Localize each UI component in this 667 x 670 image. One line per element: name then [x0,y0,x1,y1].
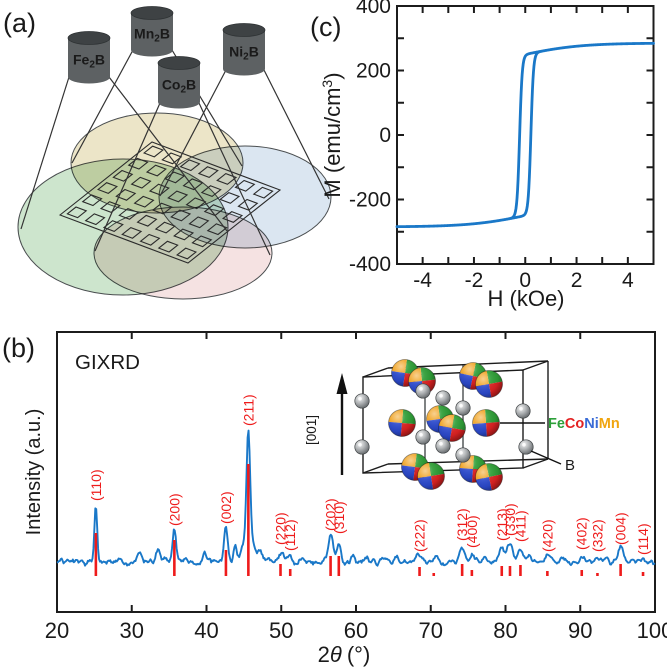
svg-text:(220): (220) [273,512,289,545]
svg-text:(332): (332) [589,519,605,552]
panel-a-deposition-diagram: Fe2B Mn2B Co2B Ni2B (a) [3,6,332,300]
svg-text:(420): (420) [539,519,555,552]
svg-text:400: 400 [356,0,391,18]
svg-text:(211): (211) [240,394,256,426]
sputter-target: Mn2B [130,6,174,57]
svg-text:4: 4 [622,269,634,292]
panel-c-label: (c) [310,12,341,42]
svg-text:100: 100 [637,618,667,643]
svg-text:(002): (002) [218,491,234,524]
hkl-labels: (110) (200) (002) (211) (220)(112) (202)(310)… [88,394,651,555]
target-label: Fe2B [73,52,105,71]
panel-c-y-axis-label: M (emu/cm3) [319,72,345,197]
svg-text:(310): (310) [331,501,347,534]
svg-text:0: 0 [519,269,531,292]
svg-text:(402): (402) [574,517,590,550]
flux-lines [20,49,330,256]
svg-text:(004): (004) [613,512,629,545]
svg-text:40: 40 [194,618,218,643]
svg-text:2: 2 [571,269,583,292]
svg-text:50: 50 [269,618,293,643]
xrd-curve [56,429,656,567]
metal-atoms [388,359,503,491]
panel-a-label: (a) [3,8,36,38]
svg-text:70: 70 [419,618,443,643]
svg-text:-4: -4 [413,269,432,292]
panel-b-x-axis-label: 2θ(°) [318,642,371,667]
svg-text:(213): (213) [494,508,510,541]
sputter-target: Fe2B [67,31,111,84]
svg-text:90: 90 [568,618,592,643]
sputter-target: Co2B [157,56,201,109]
svg-text:(330): (330) [502,503,518,536]
svg-text:(411): (411) [512,510,528,542]
svg-text:(222): (222) [412,519,428,552]
target-cylinders: Fe2B Mn2B Co2B Ni2B [67,6,266,109]
svg-text:-400: -400 [349,253,391,276]
svg-text:20: 20 [45,618,69,643]
svg-text:(112): (112) [282,519,298,551]
reference-ticks [94,464,645,576]
panel-c-tick-labels: -4 -2 0 2 4 -400 -200 0 200 400 [349,0,634,292]
svg-text:(110): (110) [88,469,104,501]
svg-text:30: 30 [120,618,144,643]
target-label: Co2B [162,77,196,96]
gixrd-title: GIXRD [75,351,140,374]
svg-text:(114): (114) [635,523,651,555]
svg-text:200: 200 [356,60,391,83]
panel-b-label: (b) [2,333,35,363]
target-label: Ni2B [229,44,259,63]
svg-text:(202): (202) [323,498,339,531]
sputter-target: Ni2B [222,23,266,76]
panel-b-y-axis-label: Intensity (a.u.) [23,409,45,536]
metal-legend-label: FeCoNiMn [548,416,620,432]
boron-atoms [354,383,534,463]
wafer-zones [17,112,332,300]
panel-b-tick-labels: 20 30 40 50 60 70 80 90 100 [45,618,667,643]
panel-c-axes [396,5,655,265]
svg-text:60: 60 [344,618,368,643]
svg-text:-2: -2 [465,269,484,292]
svg-text:80: 80 [493,618,517,643]
target-label: Mn2B [134,26,170,45]
panel-c-x-axis-label: H (kOe) [488,286,565,311]
svg-text:(312): (312) [454,508,470,541]
boron-legend-label: B [565,457,575,474]
sample-grid [58,141,282,264]
panel-c-hysteresis-plot: -4 -2 0 2 4 -400 -200 0 200 400 (c) H (kOe) M (em… [310,0,655,311]
hysteresis-curve [395,41,655,229]
panel-b-axes [56,331,656,613]
crystal-axis-001-label: [001] [304,415,319,445]
svg-text:(400): (400) [464,515,480,548]
svg-text:0: 0 [379,124,391,147]
crystal-inset [336,359,562,491]
svg-text:(200): (200) [166,493,182,526]
svg-text:-200: -200 [349,189,391,212]
panel-b-gixrd-plot: 2030405060708090100(110)(200)(002)(211)(… [2,331,667,667]
